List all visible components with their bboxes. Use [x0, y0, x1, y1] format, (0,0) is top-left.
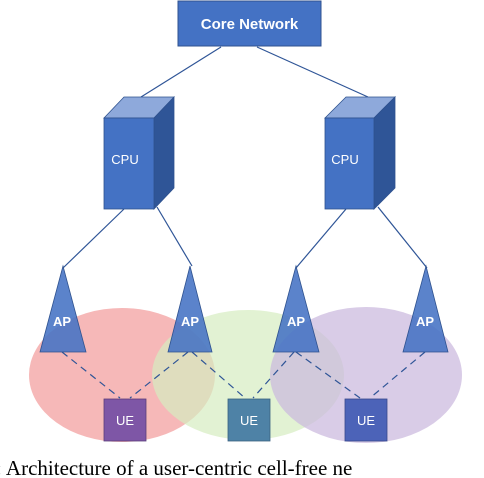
fronthaul-links [62, 46, 428, 269]
antenna-icon [272, 264, 320, 353]
access-point-label: AP [416, 314, 434, 329]
link-cpu-right-ap-3 [295, 208, 347, 269]
ue-label: UE [357, 413, 375, 428]
antenna-icon [39, 264, 87, 353]
link-cpu-left-ap-2 [156, 206, 193, 267]
cpu-left-front-face [103, 117, 155, 210]
cpu-node-right: CPU [324, 96, 396, 210]
link-core-cpu-left [140, 46, 222, 98]
antenna-icon [167, 265, 213, 353]
cpu-left-label: CPU [111, 152, 138, 167]
access-point-3: AP [272, 264, 320, 353]
cpu-right-front-face [324, 117, 375, 210]
user-equipment-middle: UE [227, 398, 271, 442]
core-network-box [177, 0, 322, 47]
user-equipment-right: UE [344, 398, 388, 442]
core-network-node: Core Network [177, 0, 322, 47]
cpu-node-left: CPU [103, 96, 175, 210]
access-point-4: AP [402, 264, 449, 353]
ue-label: UE [116, 413, 134, 428]
antenna-icon [402, 264, 449, 353]
user-equipment-left: UE [103, 398, 147, 442]
access-links [61, 351, 426, 399]
cpu-right-label: CPU [331, 152, 358, 167]
link-cpu-right-ap-4 [377, 206, 428, 269]
link-core-cpu-right [256, 46, 369, 98]
ue-box [344, 398, 388, 442]
access-point-2: AP [167, 265, 213, 353]
link-ap-3-ue-middle [252, 351, 295, 399]
ue-box [227, 398, 271, 442]
ue-label: UE [240, 413, 258, 428]
link-ap-3-ue-right [295, 351, 361, 399]
access-point-label: AP [181, 314, 199, 329]
access-point-1: AP [39, 264, 87, 353]
core-network-label: Core Network [201, 16, 299, 33]
figure-caption: : Architecture of a user-centric cell-fr… [0, 456, 352, 478]
access-point-label: AP [53, 314, 71, 329]
ue-box [103, 398, 147, 442]
access-point-label: AP [287, 314, 305, 329]
link-ap-2-ue-left [129, 351, 189, 399]
link-cpu-left-ap-1 [62, 208, 125, 269]
link-ap-1-ue-left [61, 351, 121, 399]
